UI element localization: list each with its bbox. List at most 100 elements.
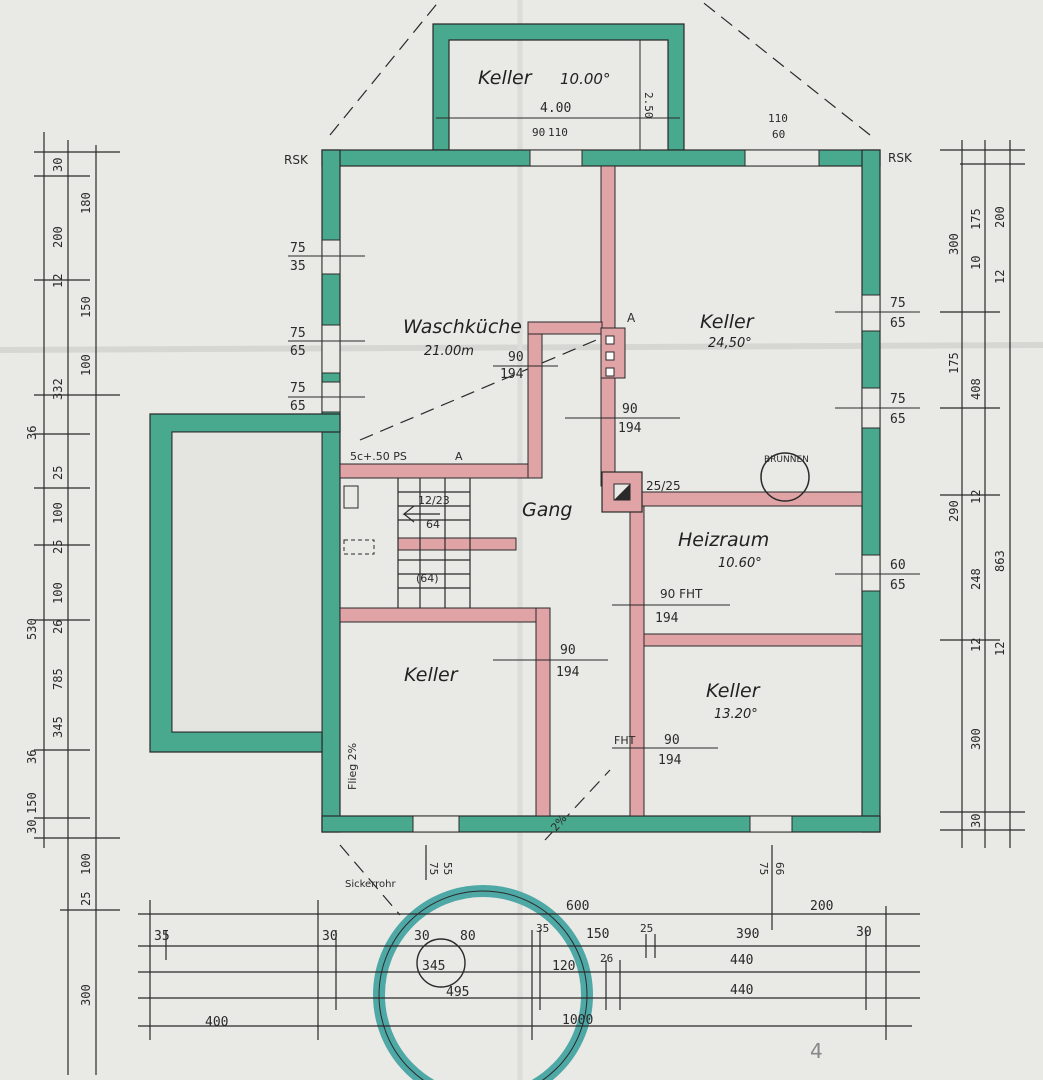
svg-text:30: 30 (414, 929, 430, 944)
wall-openings (321, 149, 881, 833)
svg-text:180: 180 (79, 192, 93, 214)
opening-b: 65 (290, 399, 306, 414)
label-point-a-top: A (627, 311, 636, 325)
door-dim-a: 90 (532, 126, 545, 139)
landing-markers (343, 485, 375, 555)
inner-walls (339, 165, 863, 817)
well-circle (760, 452, 810, 502)
label-stair-ratio: 12/23 (418, 494, 450, 507)
svg-text:120: 120 (552, 959, 575, 974)
svg-text:26: 26 (600, 952, 613, 965)
svg-text:100: 100 (51, 582, 65, 604)
label-ps: 5c+.50 PS (350, 450, 407, 463)
svg-text:300: 300 (79, 984, 93, 1006)
window-dim-b: 60 (772, 128, 785, 141)
svg-text:300: 300 (947, 233, 961, 255)
label-rsk-left: RSK (284, 153, 309, 167)
label-sickerrohr: Sickerrohr (345, 879, 396, 890)
svg-text:200: 200 (810, 899, 833, 914)
opening-b: 65 (290, 344, 306, 359)
label-fht-2: FHT (614, 734, 636, 747)
room-waschkueche: Waschküche (403, 316, 522, 338)
opening-a: 60 (890, 558, 906, 573)
svg-text:150: 150 (25, 792, 39, 814)
opening-a: 75 (290, 381, 306, 396)
label-rsk-right: RSK (888, 151, 913, 165)
label-slope-left: Flieg 2% (346, 743, 359, 790)
opening-b: 194 (658, 753, 682, 768)
room-waschkueche-area: 21.00m (424, 344, 474, 359)
room-keller-sw: Keller (404, 664, 459, 686)
svg-text:12: 12 (969, 638, 983, 652)
room-keller-se: Keller (706, 680, 761, 702)
svg-text:495: 495 (446, 985, 469, 1000)
svg-text:12: 12 (993, 642, 1007, 656)
svg-text:600: 600 (566, 899, 589, 914)
svg-text:30: 30 (856, 925, 872, 940)
label-point-a-mid: A (455, 450, 463, 463)
svg-text:440: 440 (730, 953, 753, 968)
opening-b: 35 (290, 259, 306, 274)
opening-a: 75 (890, 296, 906, 311)
opening-a: 75 (290, 241, 306, 256)
opening-b: 65 (890, 412, 906, 427)
left-dimension-chains (34, 132, 120, 1075)
top-annex-dimensions: 4.00 2.50 90 110 110 60 (532, 92, 788, 141)
annex-width: 4.00 (540, 101, 571, 116)
svg-text:66: 66 (773, 862, 786, 875)
svg-text:75: 75 (427, 862, 440, 875)
opening-a: 75 (290, 326, 306, 341)
svg-text:25: 25 (51, 466, 65, 480)
svg-text:300: 300 (969, 728, 983, 750)
opening-a: 90 (508, 350, 524, 365)
opening-a: 90 (560, 643, 576, 658)
opening-a: 90 (622, 402, 638, 417)
room-heizraum: Heizraum (678, 529, 769, 551)
svg-text:80: 80 (460, 929, 476, 944)
svg-text:150: 150 (79, 296, 93, 318)
opening-dimensions: 75 35 75 65 75 65 90 194 90 194 75 65 75… (290, 241, 906, 768)
svg-text:100: 100 (79, 354, 93, 376)
svg-text:863: 863 (993, 550, 1007, 572)
opening-b: 194 (556, 665, 580, 680)
opening-b: 194 (500, 367, 524, 382)
svg-text:36: 36 (25, 750, 39, 764)
svg-text:332: 332 (51, 378, 65, 400)
svg-text:12: 12 (993, 270, 1007, 284)
label-chimney: 25/25 (646, 479, 681, 493)
opening-dim-lines (288, 40, 920, 749)
svg-text:785: 785 (51, 668, 65, 690)
svg-text:12: 12 (51, 274, 65, 288)
staircase (397, 478, 471, 608)
svg-text:30: 30 (969, 814, 983, 828)
opening-b: 194 (618, 421, 642, 436)
opening-b: 194 (655, 611, 679, 626)
seepage-shaft-outline (378, 890, 588, 1080)
svg-text:150: 150 (586, 927, 609, 942)
left-dimension-labels: 30 200 12 150 100 36 25 100 25 100 26 36… (25, 158, 93, 1006)
pit-interior (171, 431, 323, 733)
svg-text:248: 248 (969, 568, 983, 590)
svg-text:25: 25 (51, 540, 65, 554)
svg-text:30: 30 (322, 929, 338, 944)
seepage-shaft-inner (416, 938, 466, 988)
room-keller-top-area: 10.00° (560, 70, 610, 88)
bottom-dimension-labels: 35 30 600 200 30 30 80 35 150 25 390 345… (154, 862, 872, 1030)
svg-text:35: 35 (154, 929, 170, 944)
room-heizraum-area: 10.60° (718, 556, 762, 571)
svg-text:200: 200 (51, 226, 65, 248)
svg-text:25: 25 (640, 922, 653, 935)
svg-text:400: 400 (205, 1015, 228, 1030)
window-dim-a: 110 (768, 112, 788, 125)
label-fht-1: 90 FHT (660, 587, 703, 601)
opening-b: 65 (890, 578, 906, 593)
svg-text:12: 12 (969, 490, 983, 504)
opening-b: 65 (890, 316, 906, 331)
chimney-ducts (605, 335, 615, 377)
svg-text:175: 175 (947, 352, 961, 374)
svg-text:175: 175 (969, 208, 983, 230)
label-brunnen: BRUNNEN (764, 455, 809, 465)
svg-text:100: 100 (79, 853, 93, 875)
svg-text:100: 100 (51, 502, 65, 524)
